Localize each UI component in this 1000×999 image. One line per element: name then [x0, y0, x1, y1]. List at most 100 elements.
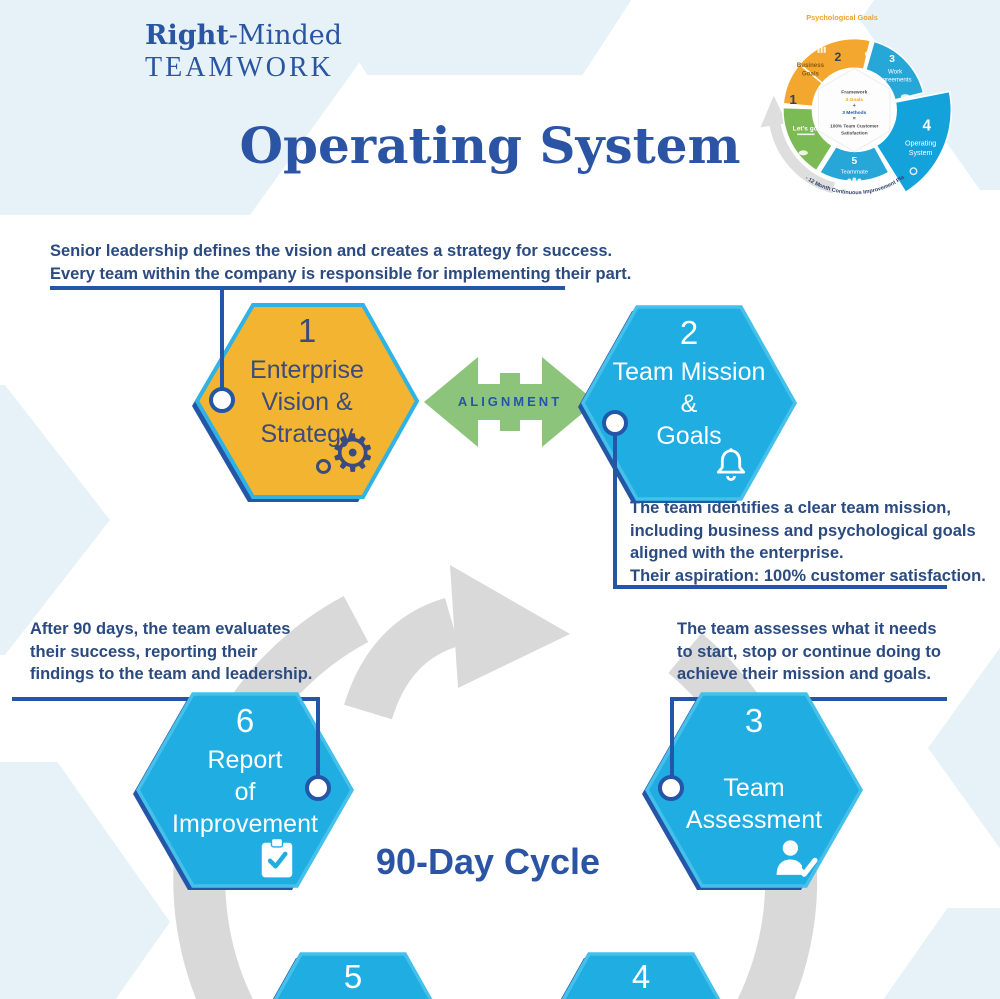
wheel-num-1: 1 — [789, 92, 796, 107]
wheel-center-framework: Framework — [841, 90, 867, 96]
marker-hex1 — [209, 387, 235, 413]
wheel-segment-psychological-goals — [798, 37, 872, 85]
connector-line-1 — [220, 286, 224, 400]
gear-icon — [909, 167, 918, 176]
hexagon-fill — [580, 305, 798, 501]
hexagon-label: Report — [207, 746, 283, 774]
hexagon-number: 6 — [235, 702, 255, 739]
hexagon-label: Goals — [656, 422, 722, 450]
wheel-center-customer: 100% Team Customer — [830, 123, 879, 128]
wheel-center-3methods: 3 Methods — [842, 110, 866, 116]
hexagon-label: Vision & — [261, 388, 353, 416]
marker-hex2 — [602, 410, 628, 436]
hexagon-5-partial: 5 — [242, 948, 464, 999]
hexagon-3-team-assessment: 3 Team Assessment — [642, 688, 866, 892]
cycle-arrow-tail — [344, 597, 460, 720]
wheel-gray-arc — [768, 120, 836, 194]
hexagon-shape — [642, 692, 864, 890]
cycle-label: 90-Day Cycle — [375, 841, 601, 882]
note-assessment: The team assesses what it needs to start… — [677, 618, 941, 686]
double-arrow-icon — [424, 357, 596, 447]
clipboard-check-icon — [261, 837, 293, 878]
hexagon-4-partial: 4 — [530, 948, 752, 999]
people-icon — [852, 177, 857, 182]
note-line: After 90 days, the team evaluates — [30, 620, 291, 638]
framework-wheel-diagram: 1 Business Goals 2 Psychological Goals 3… — [752, 8, 952, 196]
gears-icon: ⚙ — [316, 428, 376, 480]
wheel-center-equals: = — [853, 116, 856, 122]
hexagon-label: Strategy — [260, 420, 354, 448]
note-line: including business and psychological goa… — [630, 521, 976, 540]
note-line: The team identifies a clear team mission… — [630, 499, 951, 517]
wheel-label-psychological-goals: Psychological Goals — [806, 13, 878, 22]
hexagon-label: Enterprise — [250, 356, 364, 384]
hexagon-shape — [133, 692, 355, 890]
wheel-num-4: 4 — [922, 117, 931, 134]
alignment-arrow: ALIGNMENT — [424, 348, 596, 456]
wheel-center-plus: + — [853, 103, 856, 109]
wheel-segment-operating-system — [875, 90, 952, 194]
people-icon — [857, 178, 862, 183]
bar-chart-icon — [823, 46, 826, 53]
note-leadership: Senior leadership defines the vision and… — [50, 240, 631, 285]
hexagon-fill — [561, 952, 721, 999]
hexagon-2-team-mission: 2 Team Mission & Goals — [578, 300, 800, 506]
connector-rule-2 — [615, 585, 947, 589]
hexagon-6-report-improvement: 6 Report of Improvement — [133, 688, 357, 892]
wheel-segment-lets-go — [782, 106, 834, 172]
brand-name: Right-Minded — [145, 20, 342, 51]
bell-icon — [716, 448, 746, 481]
note-line: to start, stop or continue doing to — [677, 642, 941, 661]
hexagon-number: 5 — [343, 958, 363, 995]
wheel-label-teammate: Teammate — [841, 169, 869, 175]
hexagon-label: Team — [723, 774, 785, 802]
medal-icon — [864, 51, 871, 57]
hexagon-label: Team Mission — [612, 358, 766, 386]
note-line: achieve their mission and goals. — [677, 665, 932, 683]
note-line: Their aspiration: 100% customer satisfac… — [630, 566, 986, 585]
cloud-icon — [798, 150, 808, 156]
wheel-center-hexagon — [818, 67, 891, 153]
hexagon-fill — [135, 692, 355, 888]
marker-hex3 — [658, 775, 684, 801]
wheel-label-business: Business — [797, 62, 825, 69]
wheel-label-agreements: Agreements — [879, 76, 912, 83]
hexagon-label: Improvement — [172, 810, 318, 838]
connector-line-3 — [670, 697, 674, 789]
hexagon-number: 4 — [631, 958, 651, 995]
wheel-segment-work-agreements — [864, 40, 925, 101]
hexagon-fill — [644, 692, 864, 888]
hexagon-number: 2 — [679, 314, 699, 351]
hexagon-1-enterprise-vision: 1 Enterprise Vision & Strategy ⚙ — [192, 298, 422, 504]
wheel-label-lets-go: Let's go! — [793, 125, 820, 132]
page-title: Operating System — [239, 116, 741, 175]
cycle-arrowhead-icon — [450, 565, 570, 688]
connector-line-2 — [613, 423, 617, 589]
alignment-label: ALIGNMENT — [457, 394, 563, 409]
hexagon-shape — [272, 952, 433, 999]
bar-chart-icon — [820, 44, 823, 53]
note-line: their success, reporting their — [30, 642, 258, 661]
connector-rule-1 — [50, 286, 565, 290]
wheel-num-3: 3 — [889, 54, 895, 65]
hexagon-number: 1 — [297, 312, 317, 349]
wheel-segment-teammate — [818, 145, 890, 183]
wheel-num-5: 5 — [851, 156, 857, 167]
double-arrow-shape — [424, 357, 596, 447]
hexagon-label: of — [234, 778, 256, 806]
note-line: findings to the team and leadership. — [30, 665, 313, 683]
person-check-icon — [776, 840, 818, 877]
marker-hex6 — [305, 775, 331, 801]
wheel-center-3goals: 3 Goals — [845, 97, 863, 103]
handshake-icon — [900, 94, 910, 100]
wheel-gray-arrowhead-icon — [760, 95, 787, 128]
hexagon-fill — [194, 303, 420, 499]
brand-teamwork: TEAMWORK — [145, 52, 334, 83]
bar-chart-icon — [817, 47, 820, 53]
wheel-num-2: 2 — [835, 50, 842, 64]
brand-name-bold: Right — [145, 20, 229, 51]
hexagon-label: & — [680, 390, 698, 418]
note-report: After 90 days, the team evaluates their … — [30, 618, 312, 686]
lets-go-underline — [797, 133, 815, 136]
